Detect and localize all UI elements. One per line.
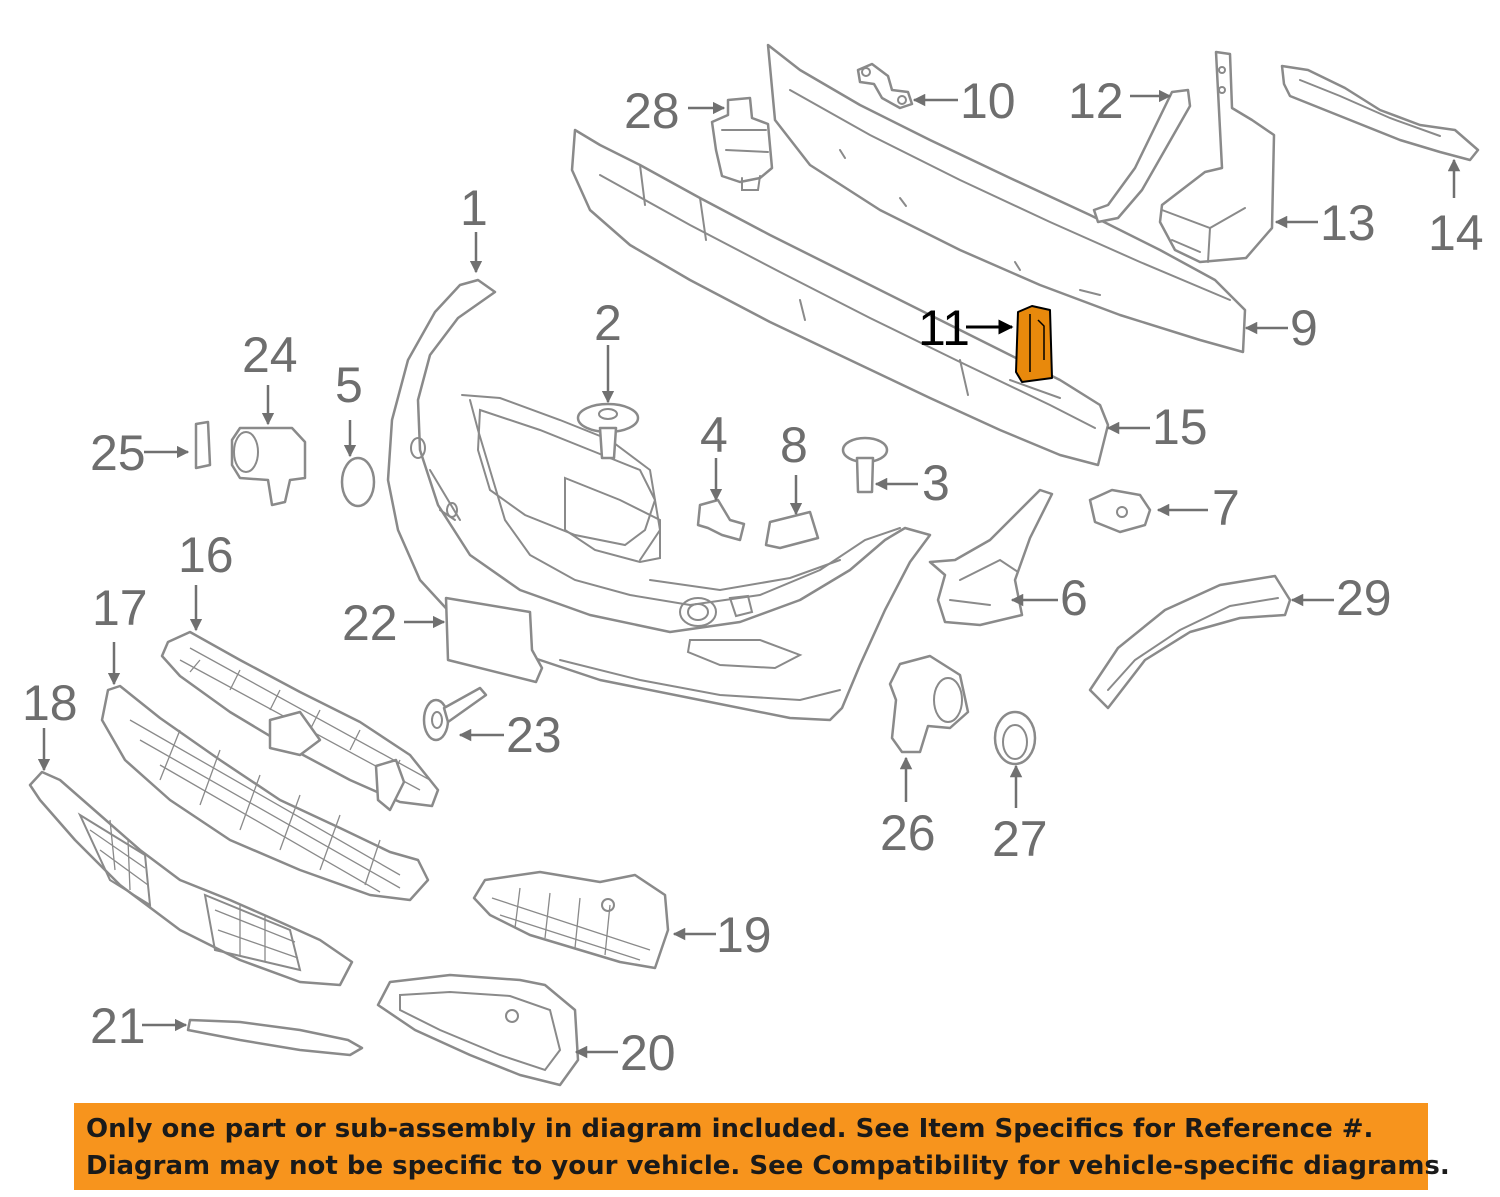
part-18-grille — [28, 770, 354, 987]
part-6-bracket — [928, 488, 1054, 627]
callout-21: 21 — [90, 998, 146, 1054]
part-13-mount — [1158, 50, 1276, 264]
part-21-trim-strip — [186, 1018, 364, 1057]
callout-25: 25 — [90, 425, 146, 481]
part-24-sensor — [230, 426, 307, 507]
callout-22: 22 — [342, 595, 398, 651]
callout-14: 14 — [1428, 205, 1484, 261]
part-12-strut — [1092, 88, 1192, 224]
part-3-screw — [841, 436, 889, 494]
callout-8: 8 — [780, 417, 808, 473]
part-22-plate — [444, 596, 544, 684]
part-29-wheel-arch-trim — [1088, 574, 1292, 710]
callout-4: 4 — [700, 407, 728, 463]
callout-7: 7 — [1212, 480, 1240, 536]
part-15-energy-absorber — [570, 128, 1110, 467]
part-11-highlighted — [1015, 305, 1053, 383]
part-9-reinforcement — [766, 43, 1247, 354]
callout-27: 27 — [992, 811, 1048, 867]
part-16-grille — [160, 630, 440, 812]
part-25-clip — [194, 420, 212, 470]
disclaimer-banner: Only one part or sub-assembly in diagram… — [74, 1103, 1450, 1190]
parts-diagram: 1 2 3 4 5 6 7 8 9 10 11 12 13 14 15 16 1… — [22, 43, 1484, 1087]
callout-19: 19 — [716, 907, 772, 963]
part-17-grille — [100, 684, 430, 902]
disclaimer-line-1: Only one part or sub-assembly in diagram… — [86, 1114, 1374, 1144]
callout-11: 11 — [918, 300, 970, 356]
part-7-nut — [1088, 488, 1152, 534]
callout-20: 20 — [620, 1025, 676, 1081]
part-4-bracket — [696, 498, 746, 542]
part-10-bracket — [856, 62, 914, 110]
part-26-sensor — [888, 654, 970, 754]
callout-23: 23 — [506, 707, 562, 763]
part-28-sensor — [710, 96, 774, 191]
callout-3: 3 — [922, 455, 950, 511]
callout-26: 26 — [880, 805, 936, 861]
callout-1: 1 — [460, 180, 488, 236]
callout-29: 29 — [1336, 570, 1392, 626]
callout-5: 5 — [335, 357, 363, 413]
leader-lines — [37, 89, 1461, 1059]
part-14-bracket — [1280, 64, 1480, 162]
callout-24: 24 — [242, 327, 298, 383]
part-5-ring — [340, 456, 376, 508]
part-20-bezel — [376, 973, 580, 1087]
callout-17: 17 — [92, 580, 148, 636]
callout-10: 10 — [960, 73, 1016, 129]
callout-16: 16 — [178, 527, 234, 583]
disclaimer-line-2: Diagram may not be specific to your vehi… — [86, 1151, 1450, 1181]
part-8-cover — [764, 510, 820, 550]
part-23-screw — [422, 686, 488, 742]
part-19-grille — [472, 870, 670, 970]
callout-2: 2 — [594, 295, 622, 351]
callout-9: 9 — [1290, 300, 1318, 356]
callout-labels: 1 2 3 4 5 6 7 8 9 10 11 12 13 14 15 16 1… — [22, 73, 1484, 1081]
callout-28: 28 — [624, 83, 680, 139]
callout-13: 13 — [1320, 195, 1376, 251]
callout-18: 18 — [22, 675, 78, 731]
part-2-clip — [576, 402, 640, 460]
callout-15: 15 — [1152, 399, 1208, 455]
callout-12: 12 — [1068, 73, 1124, 129]
callout-6: 6 — [1060, 570, 1088, 626]
part-27-ring — [993, 710, 1037, 766]
